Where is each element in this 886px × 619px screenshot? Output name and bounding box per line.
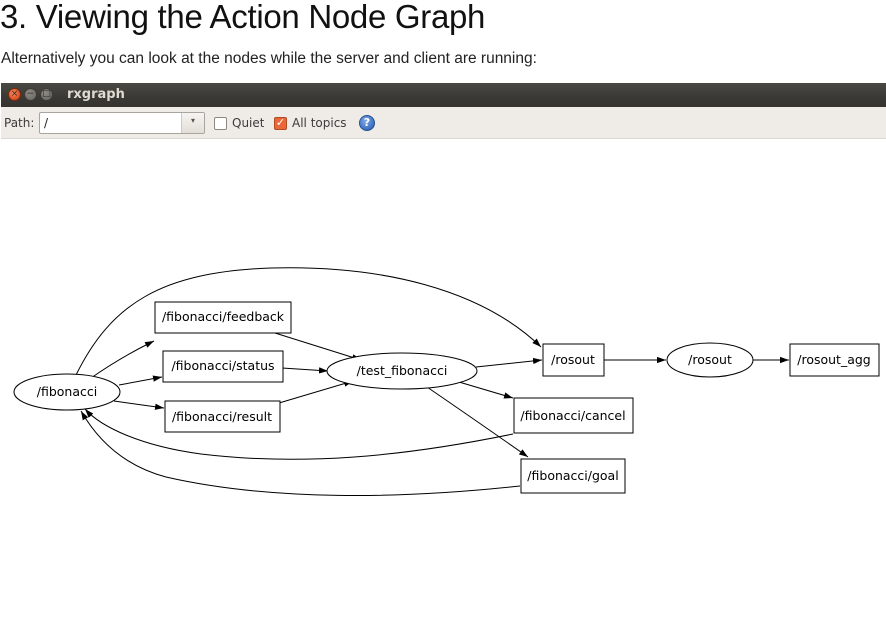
checkmark-icon: ✓ <box>275 116 286 129</box>
edge-fibonacci-status <box>118 375 163 386</box>
minimize-icon: − <box>26 89 35 99</box>
node-label-fibonacci: /fibonacci <box>37 384 97 399</box>
edge-fibonacci-feedback <box>90 340 155 379</box>
window-titlebar[interactable]: × − □ rxgraph <box>1 83 886 107</box>
help-icon[interactable]: ? <box>359 115 375 131</box>
edge-fibonacci-result <box>113 400 165 410</box>
graph-node-cancel[interactable]: /fibonacci/cancel <box>513 397 634 434</box>
quiet-label[interactable]: Quiet <box>232 116 264 130</box>
toolbar: Path: / ▾ Quiet ✓ All topics ? <box>1 107 886 139</box>
node-label-rosout-node: /rosout <box>688 352 732 367</box>
graph-node-rosout-agg[interactable]: /rosout_agg <box>789 343 880 377</box>
edge-goal-fibonacci <box>80 410 521 496</box>
window-title: rxgraph <box>67 87 125 102</box>
help-glyph: ? <box>363 116 371 129</box>
node-label-feedback: /fibonacci/feedback <box>162 309 285 324</box>
all-topics-checkbox[interactable]: ✓ <box>274 116 287 130</box>
path-label: Path: <box>4 116 35 130</box>
node-label-test-fibonacci: /test_fibonacci <box>357 363 448 378</box>
graph-node-result[interactable]: /fibonacci/result <box>164 400 281 433</box>
graph-node-goal[interactable]: /fibonacci/goal <box>520 458 626 494</box>
node-label-rosout-topic: /rosout <box>551 352 595 367</box>
node-label-rosout-agg: /rosout_agg <box>797 352 871 367</box>
graph-canvas[interactable]: /fibonacci /fibonacci/feedback /fibonacc… <box>1 139 886 619</box>
all-topics-label[interactable]: All topics <box>292 116 347 130</box>
quiet-checkbox[interactable] <box>214 117 227 130</box>
maximize-button[interactable]: □ <box>40 88 53 101</box>
graph-node-rosout[interactable]: /rosout <box>666 342 754 378</box>
edge-test-cancel <box>458 381 514 399</box>
edge-result-test <box>278 380 354 404</box>
close-icon: × <box>10 89 19 99</box>
path-combobox[interactable]: / ▾ <box>39 112 205 134</box>
minimize-button[interactable]: − <box>24 88 37 101</box>
path-dropdown-button[interactable]: ▾ <box>181 113 204 133</box>
close-button[interactable]: × <box>8 88 21 101</box>
edge-cancel-fibonacci <box>84 408 514 460</box>
graph-node-test-fibonacci[interactable]: /test_fibonacci <box>326 352 478 390</box>
edge-status-test <box>281 367 329 374</box>
graph-node-status[interactable]: /fibonacci/status <box>162 350 284 383</box>
chevron-down-icon: ▾ <box>190 116 195 125</box>
graph-edges <box>75 267 789 496</box>
edge-fibonacci-rosout <box>75 267 542 376</box>
graph-node-feedback[interactable]: /fibonacci/feedback <box>154 301 292 334</box>
graph-node-rosout-topic[interactable]: /rosout <box>542 343 605 377</box>
node-label-result: /fibonacci/result <box>172 409 272 424</box>
maximize-icon: □ <box>42 89 51 99</box>
intro-text: Alternatively you can look at the nodes … <box>1 50 537 67</box>
node-label-goal: /fibonacci/goal <box>527 468 618 483</box>
path-value[interactable]: / <box>44 116 49 130</box>
graph-node-fibonacci[interactable]: /fibonacci <box>13 373 121 411</box>
edge-test-rosout <box>475 357 543 368</box>
page-title: 3. Viewing the Action Node Graph <box>0 0 486 35</box>
edge-test-goal <box>426 386 529 458</box>
node-graph: /fibonacci /fibonacci/feedback /fibonacc… <box>13 267 880 496</box>
node-label-status: /fibonacci/status <box>171 358 274 373</box>
rxgraph-window: × − □ rxgraph Path: / ▾ Quiet ✓ All topi… <box>1 83 886 619</box>
node-label-cancel: /fibonacci/cancel <box>520 408 625 423</box>
edge-feedback-test <box>274 332 362 361</box>
